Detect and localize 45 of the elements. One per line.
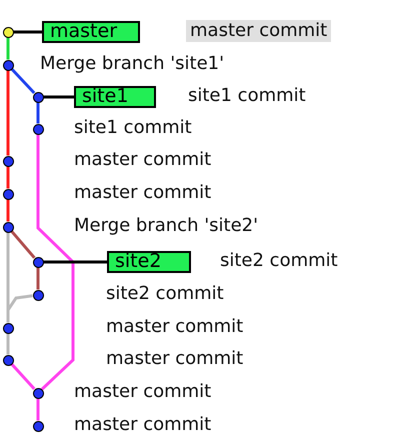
commit-message: site2 commit (220, 250, 338, 272)
commit-dot (2, 354, 14, 366)
commit-dot (2, 188, 14, 200)
graph-line (10, 68, 36, 94)
commit-dot (2, 26, 14, 38)
branch-tag: master (42, 21, 140, 43)
commit-dot (32, 290, 44, 300)
commit-message: master commit (74, 381, 212, 403)
graph-line (6, 166, 10, 188)
graph-line (10, 230, 36, 259)
commit-dot (2, 60, 14, 70)
graph-line (6, 70, 10, 156)
graph-line (10, 363, 36, 390)
commit-message: site1 commit (188, 85, 306, 107)
commit-message: Merge branch 'site1' (40, 53, 224, 75)
commit-message: master commit (186, 20, 332, 42)
graph-line (36, 102, 40, 124)
graph-line (6, 334, 10, 354)
commit-message: master commit (74, 414, 212, 436)
branch-tag: site2 (107, 251, 191, 273)
commit-dot (32, 256, 44, 268)
graph-line (6, 294, 33, 322)
commit-message: master commit (74, 182, 212, 204)
graph-line (6, 38, 10, 60)
commit-dot (32, 420, 44, 432)
commit-dot (32, 92, 44, 102)
commit-dot (2, 322, 14, 334)
graph-line (36, 398, 40, 420)
commit-message: site1 commit (74, 117, 192, 139)
commit-dot (2, 156, 14, 166)
leader-line (44, 96, 74, 98)
commit-message: master commit (106, 316, 244, 338)
commit-dot (2, 222, 14, 232)
graph-line (36, 134, 74, 390)
commit-message: site2 commit (106, 283, 224, 305)
commit-message: master commit (106, 348, 244, 370)
leader-line (44, 260, 107, 264)
graph-line (6, 200, 10, 222)
leader-line (14, 30, 42, 34)
graph-line (36, 268, 40, 290)
commit-dot (32, 124, 44, 134)
commit-message: master commit (74, 149, 212, 171)
commit-dot (32, 388, 44, 398)
commit-message: Merge branch 'site2' (74, 215, 258, 237)
branch-tag: site1 (74, 86, 156, 108)
